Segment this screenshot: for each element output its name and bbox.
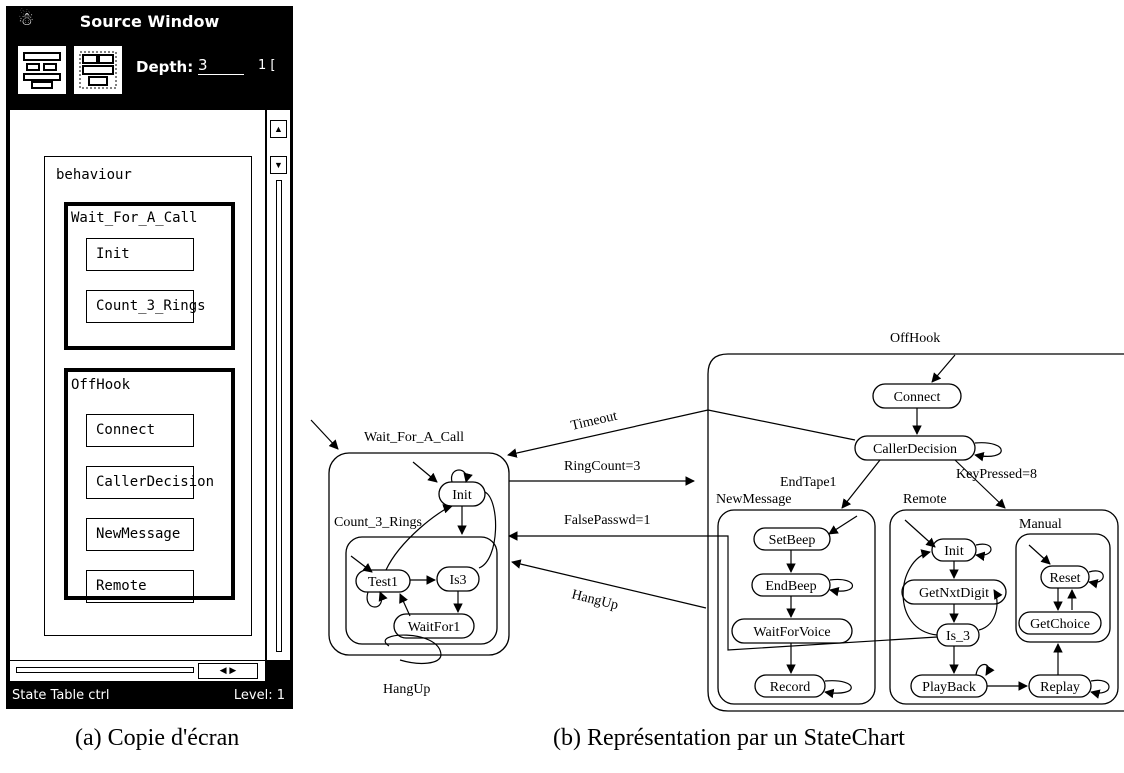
caption-b: (b) Représentation par un StateChart <box>553 725 905 751</box>
state-init-w-label: Init <box>452 488 472 503</box>
scroll-track[interactable] <box>276 180 282 652</box>
state-callerdecision <box>854 435 976 461</box>
state-setbeep-label: SetBeep <box>769 533 816 548</box>
state-replay <box>1028 674 1092 698</box>
state-waitforvoice <box>731 618 853 644</box>
transition-hangup-label: HangUp <box>570 587 620 613</box>
toolbar: Depth: 3 1 [ <box>6 36 293 108</box>
tree-icon <box>23 52 61 89</box>
offhook-state <box>707 353 1124 712</box>
tree-item-init[interactable]: Init <box>86 238 194 271</box>
level-text: Level: 1 <box>233 688 285 703</box>
offhook-box[interactable]: OffHook Connect CallerDecision NewMessag… <box>64 368 235 603</box>
state-getchoice-label: GetChoice <box>1030 617 1090 632</box>
state-waitfor1 <box>393 613 475 639</box>
tree-item-connect[interactable]: Connect <box>86 414 194 447</box>
depth-label: Depth: <box>136 58 194 76</box>
newmessage-state <box>717 509 876 705</box>
count-3-rings-state <box>345 536 498 645</box>
transition-hangup-self-label: HangUp <box>383 682 430 697</box>
transition-falsepasswd-label: FalsePasswd=1 <box>564 513 650 528</box>
state-replay-label: Replay <box>1040 680 1080 695</box>
menu-icon[interactable]: ☃ <box>18 9 35 30</box>
transition-ringcount-label: RingCount=3 <box>564 459 640 474</box>
state-getchoice <box>1018 611 1102 635</box>
status-text: State Table ctrl <box>12 688 110 703</box>
tree-canvas: behaviour Wait_For_A_Call Init Count_3_R… <box>10 110 265 660</box>
transition-timeout-label: Timeout <box>570 409 619 434</box>
window-title: Source Window <box>79 12 220 31</box>
state-playback-label: PlayBack <box>922 680 976 695</box>
remote-title: Remote <box>903 492 947 507</box>
caption-a: (a) Copie d'écran <box>75 725 240 751</box>
wait-for-a-call-title: Wait_For_A_Call <box>364 430 464 445</box>
horizontal-scrollbar[interactable]: ◀ ▶ <box>10 660 265 681</box>
state-reset-label: Reset <box>1049 571 1080 586</box>
source-window: ☃ Source Window Depth: 3 1 [ <box>6 6 293 709</box>
state-test1-label: Test1 <box>368 575 398 590</box>
tree-item-newmessage[interactable]: NewMessage <box>86 518 194 551</box>
scroll-up-icon[interactable]: ▲ <box>270 120 287 138</box>
nested-view-button[interactable] <box>72 44 124 96</box>
state-is3-label: Is3 <box>449 573 466 588</box>
offhook-title: OffHook <box>890 331 940 346</box>
state-is-3-label: Is_3 <box>946 629 970 644</box>
scroll-down-icon[interactable]: ▼ <box>270 156 287 174</box>
state-record <box>754 674 826 698</box>
transition-endtape-label: EndTape1 <box>780 475 837 490</box>
state-waitfor1-label: WaitFor1 <box>408 620 461 635</box>
state-callerdecision-label: CallerDecision <box>873 442 957 457</box>
hscroll-arrows-icon[interactable]: ◀ ▶ <box>198 663 258 679</box>
count-3-rings-title: Count_3_Rings <box>334 515 422 530</box>
status-bar: State Table ctrl Level: 1 <box>6 684 293 709</box>
state-setbeep <box>753 527 831 551</box>
hscroll-track[interactable] <box>16 667 194 673</box>
wait-for-a-call-state <box>328 452 510 656</box>
tree-view-button[interactable] <box>16 44 68 96</box>
depth-extra: 1 [ <box>258 58 276 73</box>
transition-keypressed-label: KeyPressed=8 <box>956 467 1037 482</box>
tree-item-count-3-rings[interactable]: Count_3_Rings <box>86 290 206 323</box>
offhook-label: OffHook <box>71 377 131 393</box>
state-getnxtdigit-label: GetNxtDigit <box>919 586 989 601</box>
tree-item-remote[interactable]: Remote <box>86 570 194 603</box>
vertical-scrollbar[interactable]: ▲ ▼ <box>266 110 290 660</box>
state-waitforvoice-label: WaitForVoice <box>753 625 830 640</box>
manual-title: Manual <box>1019 517 1062 532</box>
state-record-label: Record <box>770 680 810 695</box>
behaviour-label: behaviour <box>56 167 132 183</box>
state-reset <box>1040 565 1090 589</box>
remote-state <box>889 509 1119 705</box>
nested-boxes-icon <box>79 51 117 89</box>
depth-input[interactable]: 3 <box>198 56 244 75</box>
newmessage-title: NewMessage <box>716 492 791 507</box>
wait-for-a-call-label: Wait_For_A_Call <box>71 210 198 226</box>
state-connect-label: Connect <box>894 390 941 405</box>
manual-state <box>1015 533 1111 643</box>
state-init-r-label: Init <box>944 544 964 559</box>
tree-item-callerdecision[interactable]: CallerDecision <box>86 466 214 499</box>
title-bar[interactable]: ☃ Source Window <box>6 6 293 36</box>
behaviour-box[interactable]: behaviour <box>44 156 252 636</box>
state-endbeep-label: EndBeep <box>765 579 816 594</box>
wait-for-a-call-box[interactable]: Wait_For_A_Call Init Count_3_Rings <box>64 202 235 350</box>
